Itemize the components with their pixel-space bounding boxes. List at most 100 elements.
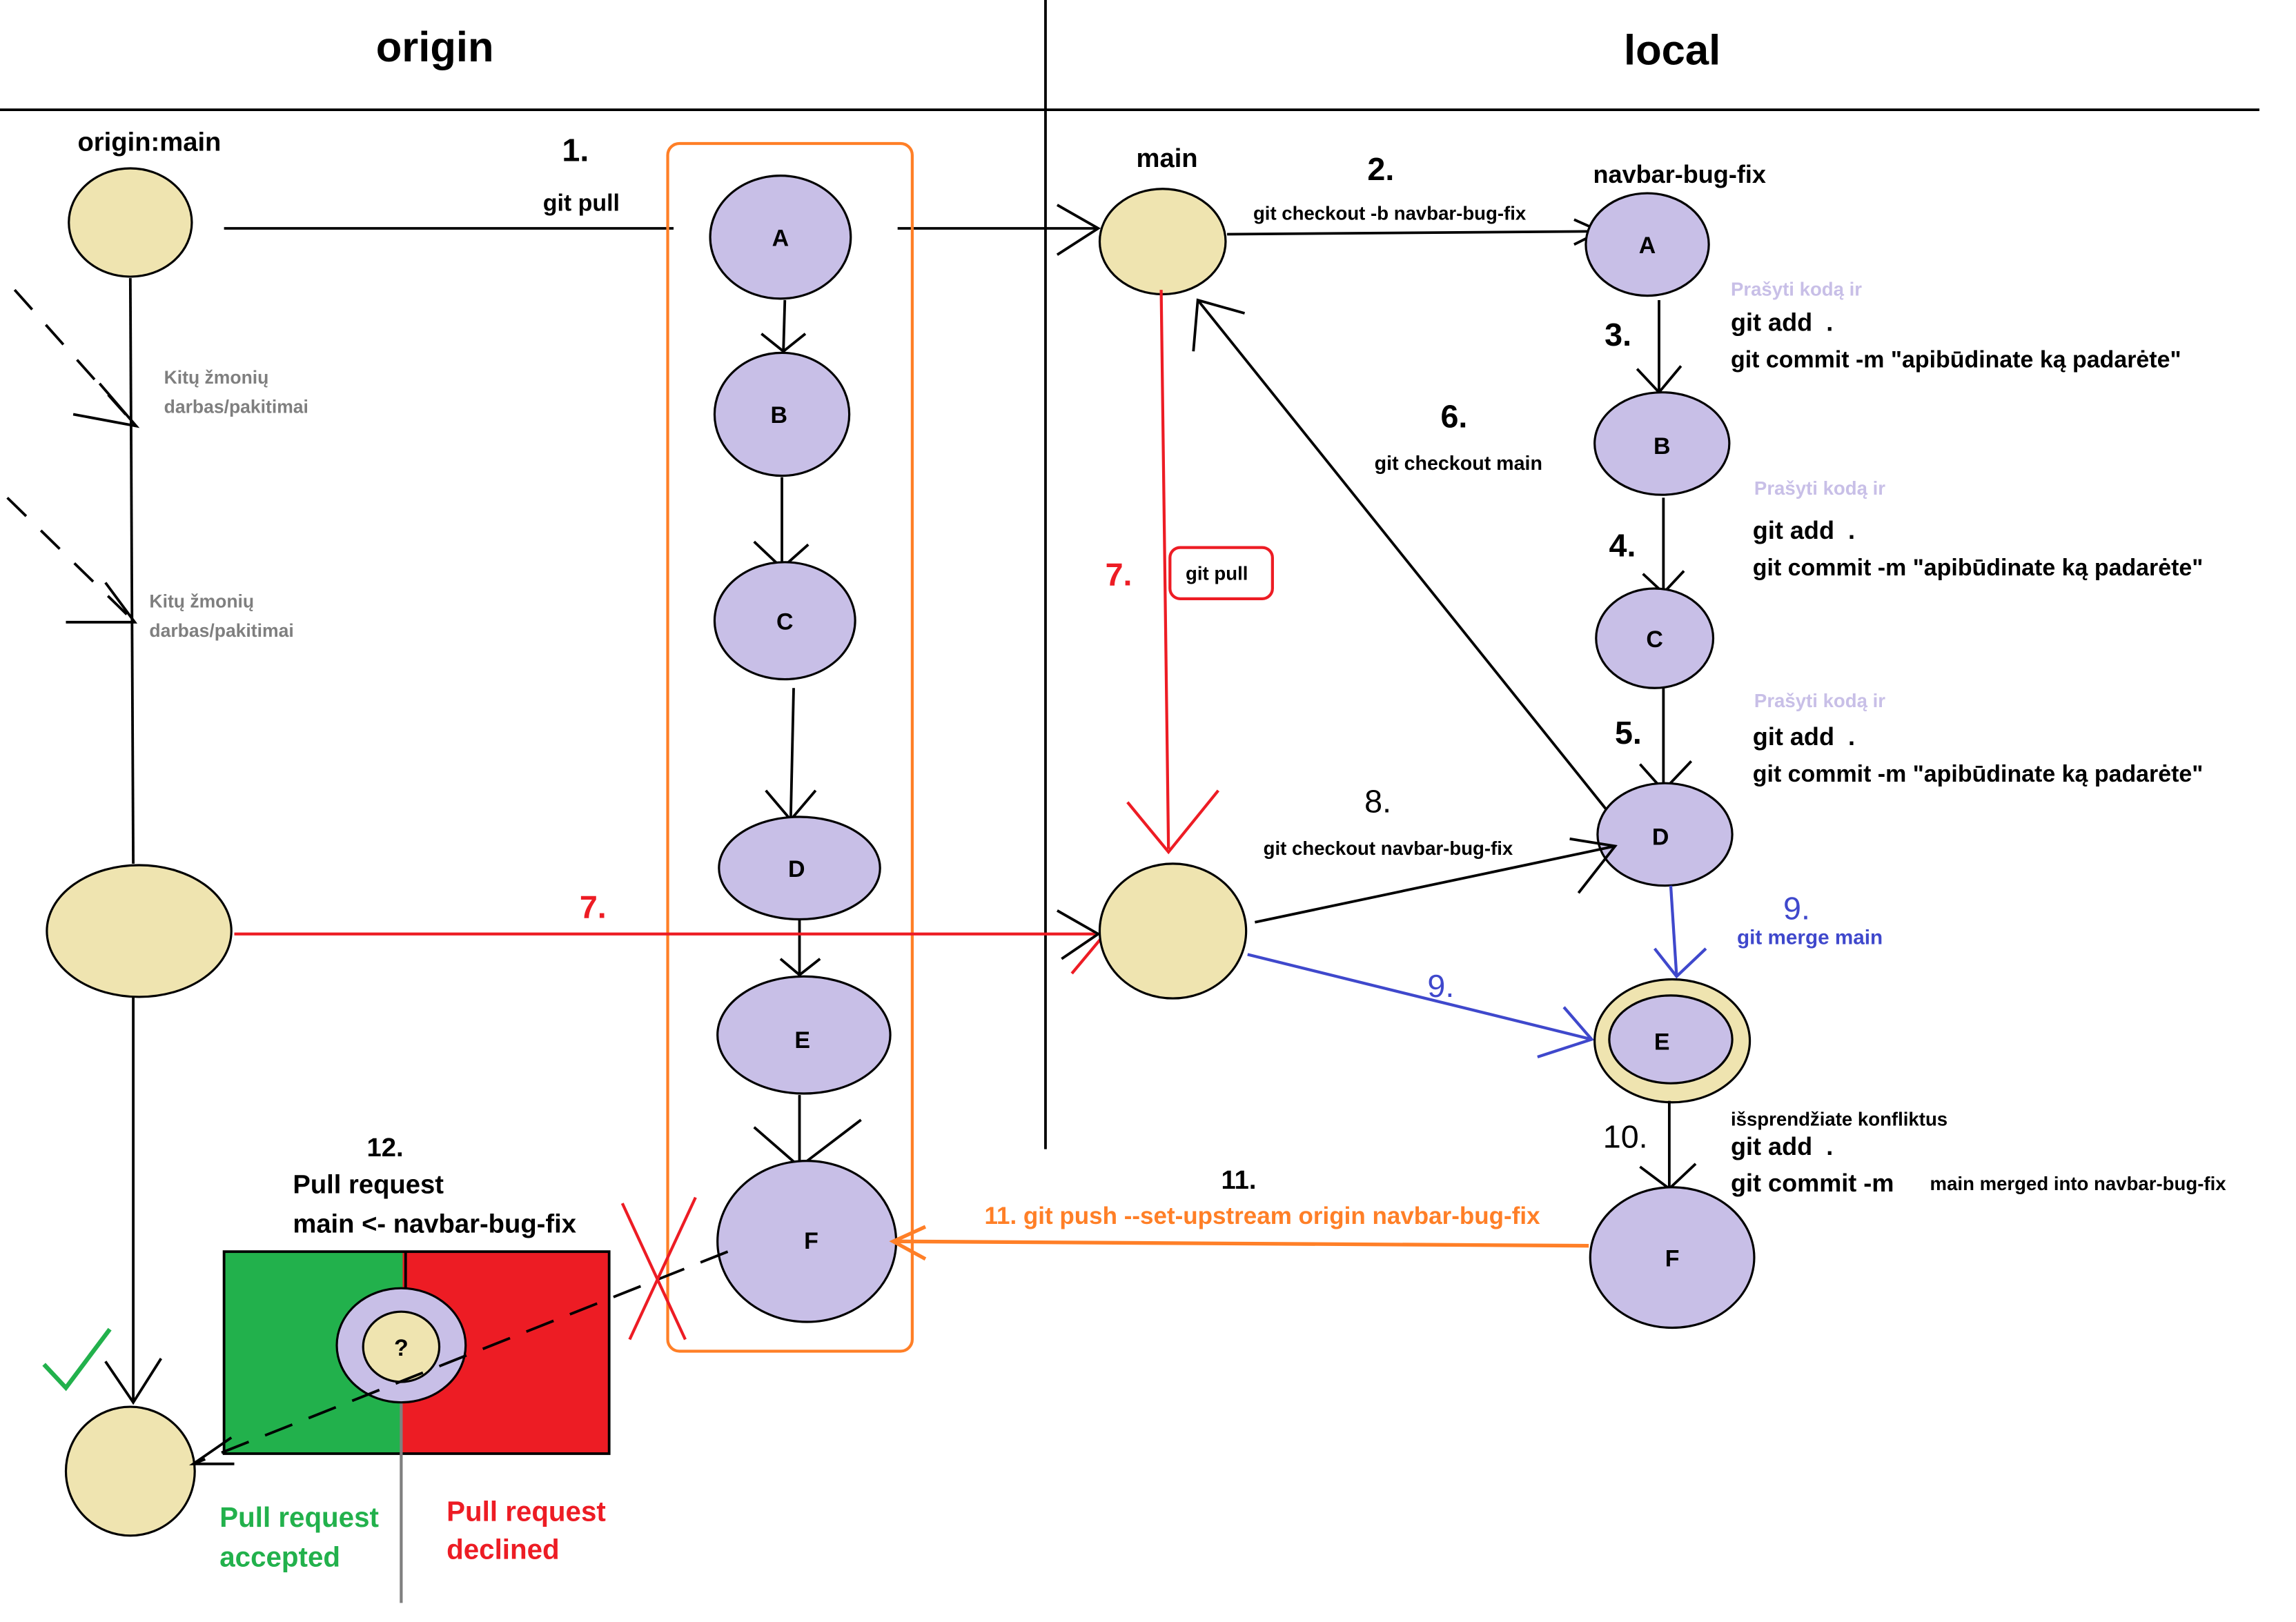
step-4-number: 4. <box>1609 527 1636 563</box>
accepted-check-icon <box>42 1327 112 1392</box>
step-2-arrow <box>1227 230 1601 236</box>
step-1-number: 1. <box>562 132 589 168</box>
local-main-label: main <box>1137 144 1198 173</box>
push-blocked-cross-a <box>620 1203 687 1341</box>
pull-request-merge-arrow <box>193 1250 729 1465</box>
others-work-arrowhead-2 <box>66 582 137 624</box>
step-9-branch-arrow <box>1669 885 1678 977</box>
step-12-number: 12. <box>366 1133 403 1163</box>
step-10-add: git add . <box>1731 1132 1833 1160</box>
pulled-commits-box <box>666 141 914 1353</box>
step-9-main-arrow <box>1247 953 1592 1041</box>
pull-request-accepted-line1: Pull request <box>219 1502 379 1533</box>
step-3-commit: git commit -m "apibūdinate ką padarėte" <box>1731 347 2181 373</box>
step-12-title: Pull request <box>293 1169 444 1199</box>
step-9-number-branch: 9. <box>1783 891 1810 927</box>
step-10-note: išsprendžiate konfliktus <box>1731 1109 1947 1130</box>
step-11-number: 11. <box>1221 1165 1257 1195</box>
local-branch-commit-d-label: D <box>1652 824 1669 850</box>
step-10-number: 10. <box>1603 1119 1648 1155</box>
step-11-command: 11. git push --set-upstream origin navba… <box>984 1203 1540 1229</box>
step-11-arrowhead <box>889 1225 927 1261</box>
local-column-title: local <box>1624 26 1720 74</box>
step-9-branch-arrowhead <box>1653 947 1707 979</box>
pull-request-merge-arrowhead <box>188 1436 235 1465</box>
origin-main-commit-2 <box>46 864 233 998</box>
step-7-origin-arrowhead <box>1057 909 1101 960</box>
step-5-hint: Prašyti kodą ir <box>1754 690 1885 711</box>
origin-main-label: origin:main <box>77 128 221 157</box>
step-6-command: git checkout main <box>1375 453 1542 475</box>
step-6-arrowhead <box>1192 298 1246 352</box>
step-4-commit: git commit -m "apibūdinate ką padarėte" <box>1753 555 2204 581</box>
others-work-label-2b: darbas/pakitimai <box>149 620 293 641</box>
step-10-message: main merged into navbar-bug-fix <box>1930 1173 2227 1194</box>
origin-branch-commit-b-label: B <box>771 402 788 428</box>
local-branch-commit-c <box>1595 587 1715 689</box>
step-4-hint: Prašyti kodą ir <box>1754 477 1885 499</box>
step-2-number: 2. <box>1367 151 1394 187</box>
step-3-number: 3. <box>1605 317 1631 353</box>
pull-request-declined-line2: declined <box>447 1534 559 1565</box>
origin-branch-commit-a <box>709 175 852 300</box>
step-6-number: 6. <box>1440 399 1467 435</box>
step-1-arrowhead <box>1056 204 1101 256</box>
local-branch-commit-a <box>1584 192 1710 297</box>
local-branch-commit-c-label: C <box>1646 626 1663 653</box>
others-work-arrowhead-1 <box>72 382 140 428</box>
local-main-commit-2 <box>1098 862 1248 1000</box>
pull-request-accepted-line2: accepted <box>219 1541 340 1572</box>
local-branch-arrowhead-ef <box>1639 1163 1697 1191</box>
origin-main-commit-1 <box>68 167 193 278</box>
step-4-add: git add . <box>1753 516 1855 544</box>
pull-request-box-outline <box>222 1250 611 1455</box>
step-7-number-local: 7. <box>1106 557 1132 593</box>
origin-main-line-top <box>128 278 135 864</box>
origin-branch-commit-a-label: A <box>772 225 789 251</box>
step-8-number: 8. <box>1364 784 1391 820</box>
others-work-label-1a: Kitų žmonių <box>164 367 269 388</box>
local-branch-commit-e <box>1608 994 1734 1085</box>
step-11-arrow <box>896 1239 1589 1248</box>
origin-branch-commit-b <box>713 351 851 477</box>
origin-branch-commit-f-label: F <box>804 1228 818 1254</box>
step-8-command: git checkout navbar-bug-fix <box>1264 838 1513 859</box>
step-7-origin-arrow-mark <box>1070 937 1103 975</box>
step-8-arrow <box>1254 844 1616 924</box>
origin-branch-commit-e-label: E <box>794 1027 810 1054</box>
step-7-number-origin: 7. <box>580 889 607 924</box>
step-10-commit: git commit -m <box>1731 1169 1894 1197</box>
step-3-hint: Prašyti kodą ir <box>1731 279 1862 300</box>
step-6-arrow <box>1197 299 1608 811</box>
pull-request-declined-line1: Pull request <box>447 1496 606 1527</box>
origin-branch-commit-c-label: C <box>776 609 794 635</box>
local-branch-commit-e-label: E <box>1654 1029 1670 1055</box>
step-8-arrowhead <box>1569 837 1618 894</box>
step-7-local-arrow <box>1159 290 1170 849</box>
local-branch-commit-f-label: F <box>1665 1245 1680 1272</box>
step-7-local-arrowhead <box>1126 789 1219 855</box>
origin-branch-arrowhead-ab <box>761 333 807 353</box>
step-7-command-box <box>1168 546 1274 600</box>
push-blocked-cross-b <box>628 1196 697 1341</box>
origin-column-title: origin <box>376 23 494 71</box>
origin-branch-arrowhead-ef <box>753 1118 862 1169</box>
local-branch-commit-f <box>1589 1186 1756 1329</box>
origin-branch-edge-ab <box>782 299 787 352</box>
origin-branch-commit-d <box>718 815 881 921</box>
step-1-command: git pull <box>543 190 620 217</box>
step-5-number: 5. <box>1615 715 1642 751</box>
step-9-number-main: 9. <box>1427 968 1454 1004</box>
origin-main-commit-3 <box>64 1405 196 1537</box>
origin-branch-commit-e <box>716 975 892 1095</box>
local-branch-commit-b <box>1593 391 1731 496</box>
step-2-command: git checkout -b navbar-bug-fix <box>1253 202 1527 224</box>
step-7-command: git pull <box>1186 562 1248 584</box>
pull-request-status: ? <box>394 1335 409 1361</box>
local-branch-commit-d <box>1596 782 1734 887</box>
others-work-label-2a: Kitų žmonių <box>149 591 254 612</box>
step-9-command: git merge main <box>1737 927 1883 949</box>
local-branch-commit-a-label: A <box>1639 233 1656 259</box>
step-3-add: git add . <box>1731 308 1833 337</box>
